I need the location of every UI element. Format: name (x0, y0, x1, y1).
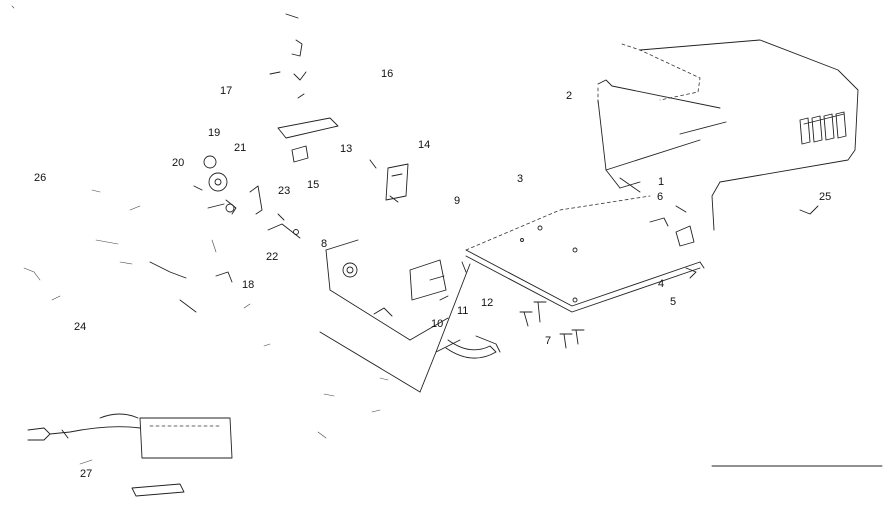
misc-mark-a (323, 393, 335, 397)
part-label-19: 19 (208, 127, 221, 139)
part-label-25: 25 (819, 191, 832, 203)
upper-hardware (269, 13, 377, 169)
part-label-5: 5 (670, 296, 677, 308)
part-label-3: 3 (517, 173, 524, 185)
part-label-10: 10 (431, 318, 444, 330)
power-cord-assembly (27, 413, 233, 497)
part-label-6: 6 (657, 191, 664, 203)
bracket-plate (385, 163, 409, 203)
gear-mechanism (193, 155, 301, 239)
part-label-11: 11 (457, 305, 469, 317)
corner-mark (11, 5, 15, 9)
part-label-15: 15 (307, 179, 320, 191)
screws (519, 301, 585, 349)
part-label-26: 26 (34, 172, 47, 184)
part-label-16: 16 (381, 68, 394, 80)
part-label-24: 24 (74, 321, 87, 333)
part-label-14: 14 (418, 139, 431, 151)
misc-mark-c (317, 431, 327, 439)
part-label-22: 22 (266, 251, 279, 263)
part-label-20: 20 (172, 157, 185, 169)
part-label-4: 4 (658, 278, 665, 290)
left-assembly (23, 189, 271, 347)
cable-clip (445, 335, 501, 359)
base-plate (465, 177, 705, 313)
part-label-18: 18 (242, 279, 255, 291)
part-label-2: 2 (566, 90, 573, 102)
part-label-23: 23 (278, 185, 291, 197)
misc-mark-b (371, 409, 381, 413)
part-label-8: 8 (321, 238, 328, 250)
part-label-17: 17 (220, 85, 233, 97)
fastener-25 (799, 205, 819, 215)
right-bracket (649, 205, 697, 279)
motor-chassis (319, 239, 471, 393)
part-label-27: 27 (80, 468, 93, 480)
part-label-9: 9 (454, 195, 461, 207)
part-label-13: 13 (340, 143, 353, 155)
part-label-7: 7 (545, 335, 552, 347)
part-label-12: 12 (481, 297, 494, 309)
part-label-1: 1 (658, 176, 665, 188)
misc-mark-d (379, 377, 389, 381)
part-label-21: 21 (234, 142, 247, 154)
